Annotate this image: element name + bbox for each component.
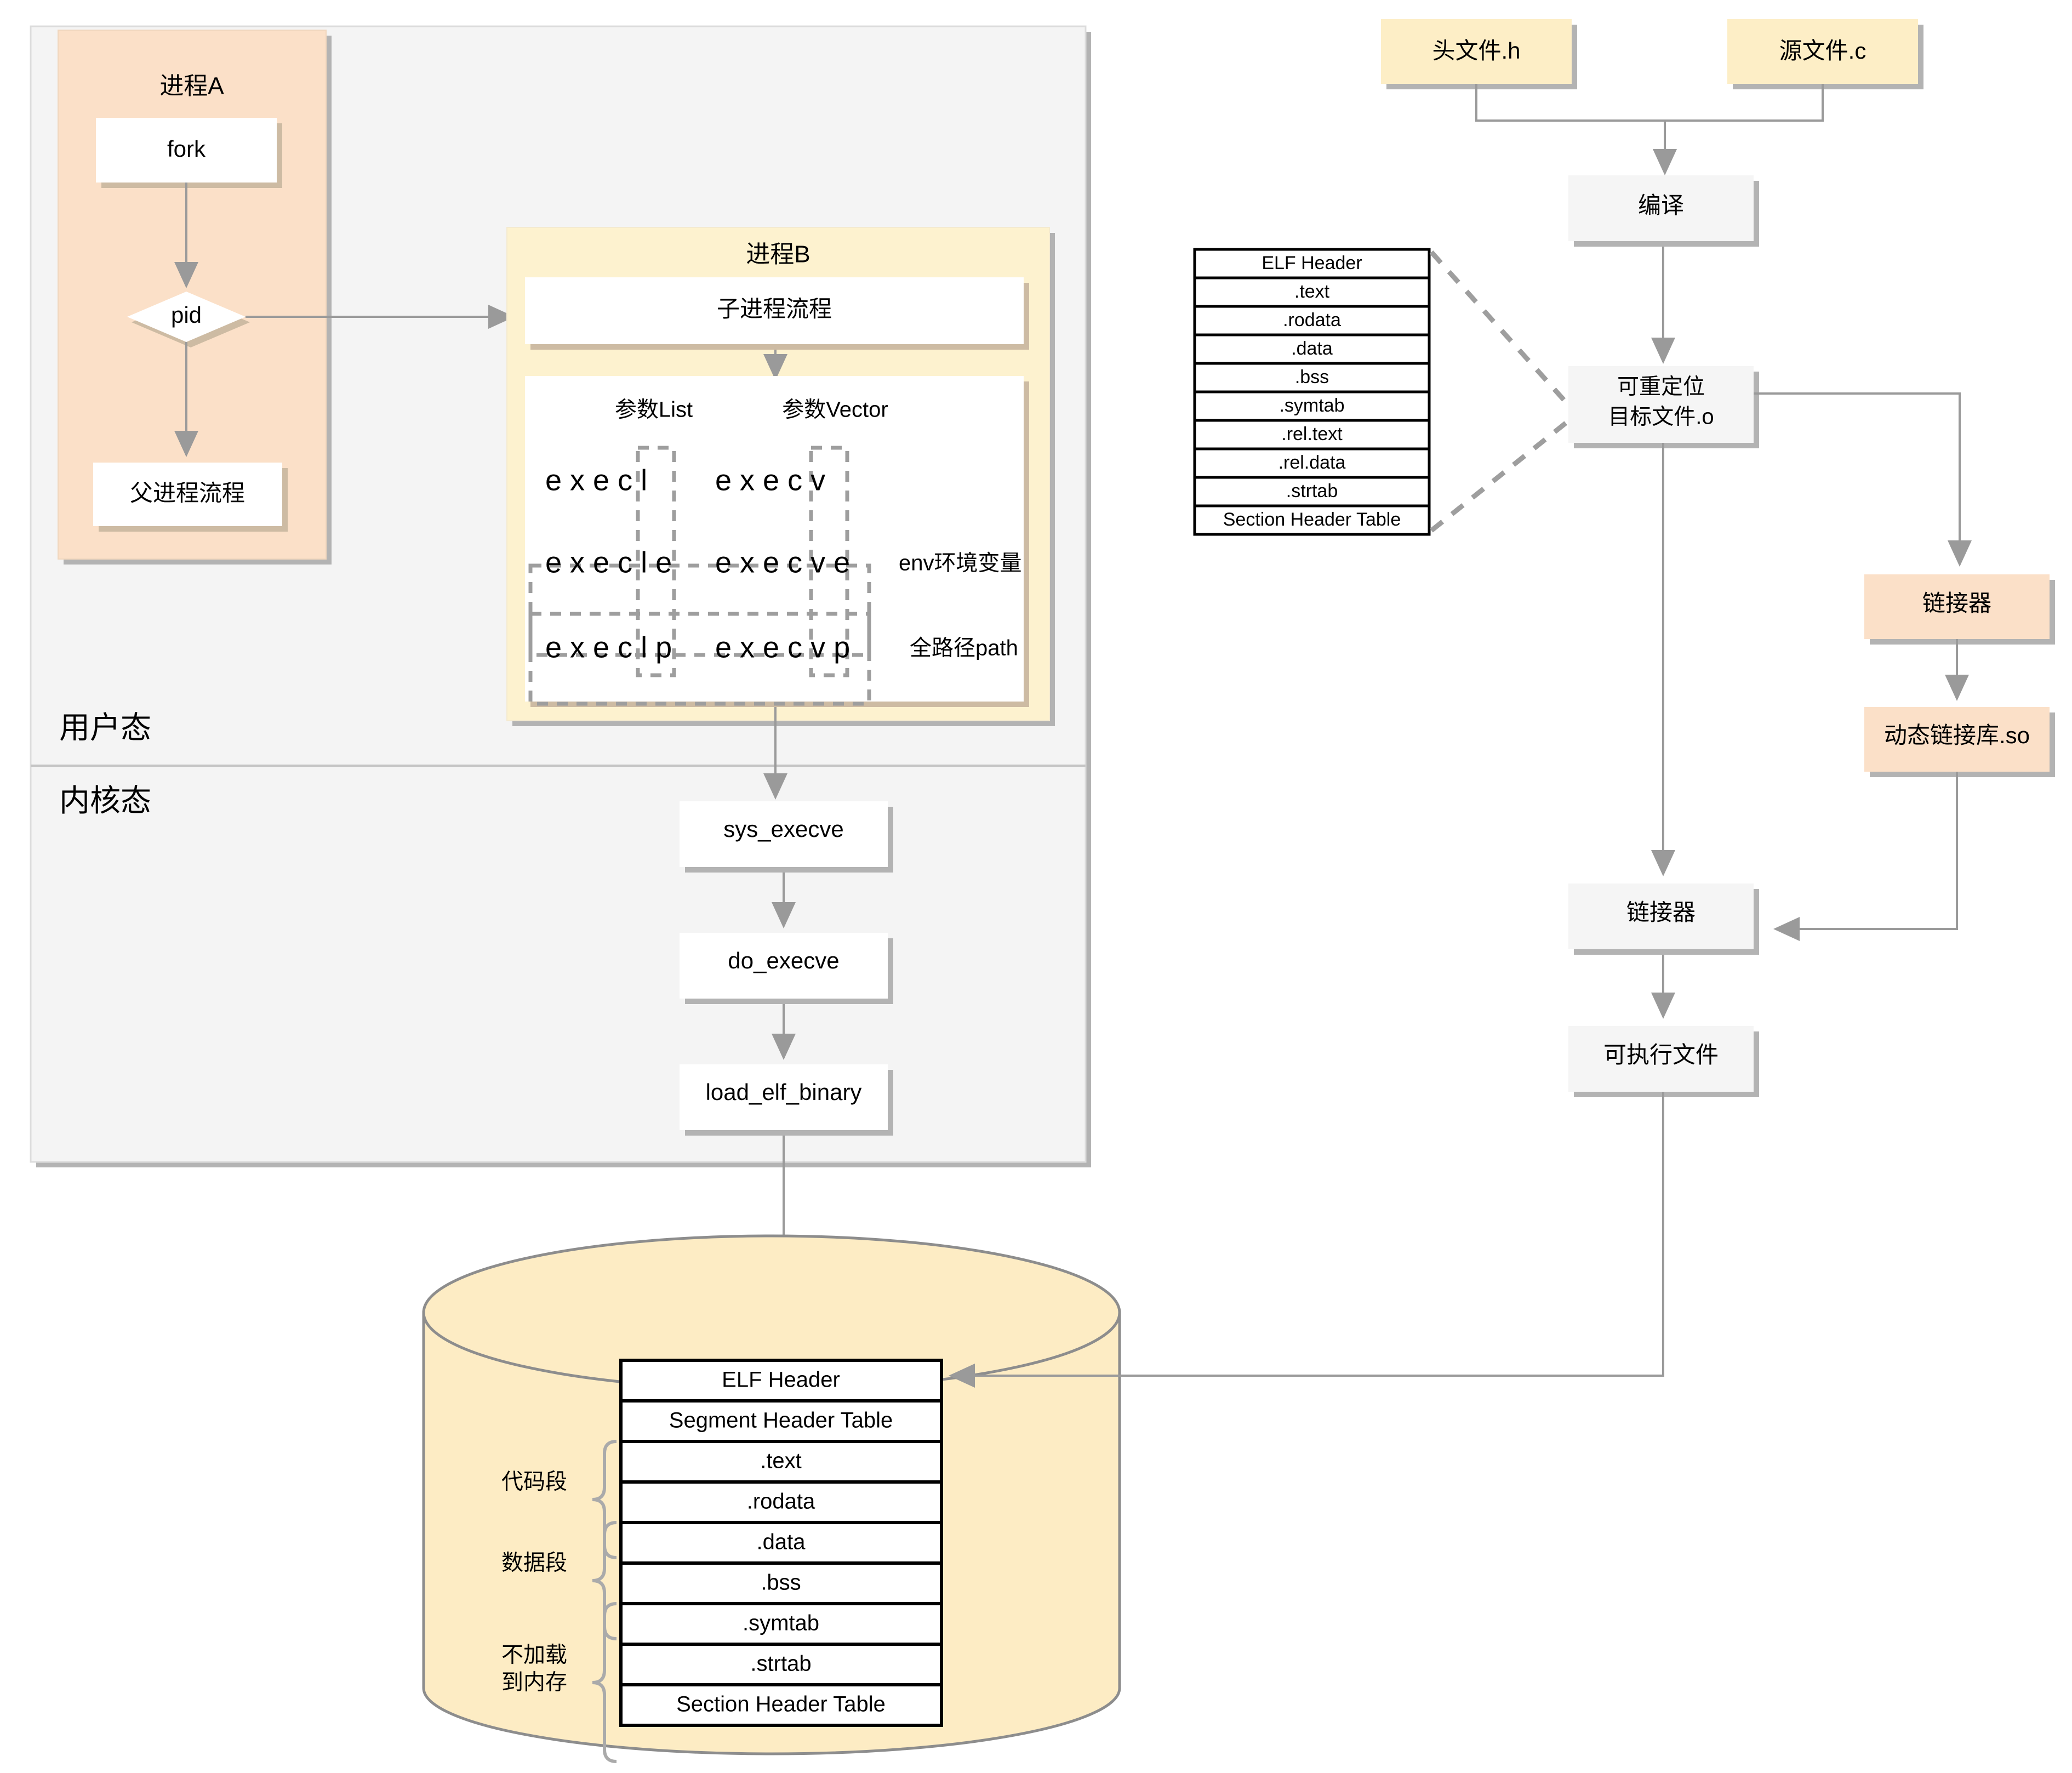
obj-row-6: .rel.text — [1281, 424, 1343, 444]
exec-vector-row-1: e x e c v e — [715, 546, 850, 579]
exec-note-row-2: 全路径path — [910, 636, 1018, 660]
mem-row-8: Section Header Table — [676, 1692, 886, 1717]
obj-row-8: .strtab — [1286, 481, 1338, 501]
child-flow-box[interactable] — [525, 277, 1029, 350]
arrow-header-to-compile — [1475, 84, 1665, 122]
obj-row-5: .symtab — [1279, 395, 1344, 416]
obj-row-2: .rodata — [1283, 310, 1341, 330]
dashed-box-list-column — [636, 446, 676, 677]
exec-vector-row-2: e x e c v p — [715, 631, 850, 664]
dashed-connector-bottom — [1430, 414, 1576, 533]
memory-section-table — [619, 1359, 943, 1727]
final-linker-label: 链接器 — [1626, 899, 1696, 925]
dashed-box-vector-column — [809, 446, 849, 677]
executable-label: 可执行文件 — [1603, 1042, 1719, 1068]
compile-label: 编译 — [1638, 192, 1684, 218]
exec-list-row-1: e x e c l e — [545, 546, 672, 579]
do-execve-box[interactable] — [680, 933, 893, 1004]
obj-row-7: .rel.data — [1278, 452, 1346, 473]
sys-execve-label: sys_execve — [723, 816, 843, 842]
relocatable-label-line1: 可重定位 — [1617, 375, 1705, 399]
load-elf-binary-label: load_elf_binary — [706, 1079, 862, 1105]
exec-note-row-1: env环境变量 — [899, 551, 1022, 575]
shared-object-box[interactable] — [1864, 707, 2055, 777]
obj-row-1: .text — [1294, 281, 1330, 302]
compile-box[interactable] — [1568, 175, 1759, 247]
mem-row-5: .bss — [761, 1571, 801, 1595]
brace-label-data-segment: 数据段 — [501, 1551, 567, 1575]
dashed-connector-top — [1429, 250, 1576, 413]
shared-object-label: 动态链接库.so — [1884, 722, 2030, 748]
pid-label: pid — [171, 302, 202, 328]
col-header-vector: 参数Vector — [782, 398, 888, 422]
brace-label-code-segment: 代码段 — [501, 1470, 567, 1494]
process-a-title: 进程A — [159, 73, 224, 100]
header-file-label: 头文件.h — [1432, 38, 1520, 64]
final-linker-box[interactable] — [1568, 883, 1759, 955]
fork-box[interactable] — [96, 118, 282, 188]
source-file-box[interactable] — [1727, 19, 1923, 89]
obj-row-3: .data — [1291, 338, 1333, 359]
mem-row-3: .rodata — [747, 1490, 815, 1514]
dynamic-linker-box[interactable] — [1864, 574, 2055, 645]
obj-row-9: Section Header Table — [1223, 509, 1401, 530]
executable-box[interactable] — [1568, 1026, 1759, 1097]
dynamic-linker-label: 链接器 — [1922, 590, 1991, 616]
header-file-box[interactable] — [1381, 19, 1577, 89]
source-file-label: 源文件.c — [1779, 38, 1866, 64]
sys-execve-box[interactable] — [680, 801, 893, 873]
mem-row-4: .data — [757, 1530, 806, 1554]
mem-row-2: .text — [760, 1449, 802, 1473]
exec-vector-row-0: e x e c v — [715, 464, 825, 497]
fork-label: fork — [167, 136, 206, 162]
mem-row-7: .strtab — [750, 1652, 811, 1676]
brace-not-loaded — [592, 1602, 617, 1763]
arrow-executable-to-memory-image — [949, 1092, 1664, 1388]
arrow-relocatable-to-dyn-linker — [1754, 392, 1972, 567]
mem-row-1: Segment Header Table — [669, 1409, 893, 1433]
relocatable-object-box[interactable] — [1568, 366, 1759, 448]
kernel-mode-label: 内核态 — [59, 783, 151, 818]
brace-label-not-loaded-l1: 不加载 — [501, 1643, 567, 1667]
mem-row-6: .symtab — [743, 1611, 819, 1635]
exec-panel — [525, 376, 1029, 707]
parent-flow-box[interactable] — [93, 463, 288, 532]
do-execve-label: do_execve — [728, 948, 839, 973]
relocatable-label-line2: 目标文件.o — [1608, 405, 1714, 429]
brace-label-not-loaded-l2: 到内存 — [501, 1671, 567, 1695]
load-elf-binary-box[interactable] — [680, 1064, 893, 1136]
mem-row-0: ELF Header — [722, 1368, 840, 1392]
user-mode-label: 用户态 — [59, 710, 151, 745]
exec-list-row-2: e x e c l p — [545, 631, 672, 664]
obj-row-0: ELF Header — [1262, 253, 1362, 273]
arrow-so-to-final-linker — [1773, 772, 1958, 941]
child-flow-label: 子进程流程 — [717, 296, 832, 322]
pid-decision[interactable] — [127, 292, 250, 347]
dashed-box-env-row — [528, 563, 871, 657]
dashed-box-path-row — [528, 612, 871, 706]
parent-flow-label: 父进程流程 — [130, 480, 245, 506]
col-header-list: 参数List — [615, 398, 693, 422]
arrow-source-to-compile — [1665, 84, 1824, 122]
exec-list-row-0: e x e c l — [545, 464, 647, 497]
obj-row-4: .bss — [1295, 367, 1329, 387]
object-file-table — [1193, 248, 1431, 536]
process-b-title: 进程B — [746, 241, 810, 268]
